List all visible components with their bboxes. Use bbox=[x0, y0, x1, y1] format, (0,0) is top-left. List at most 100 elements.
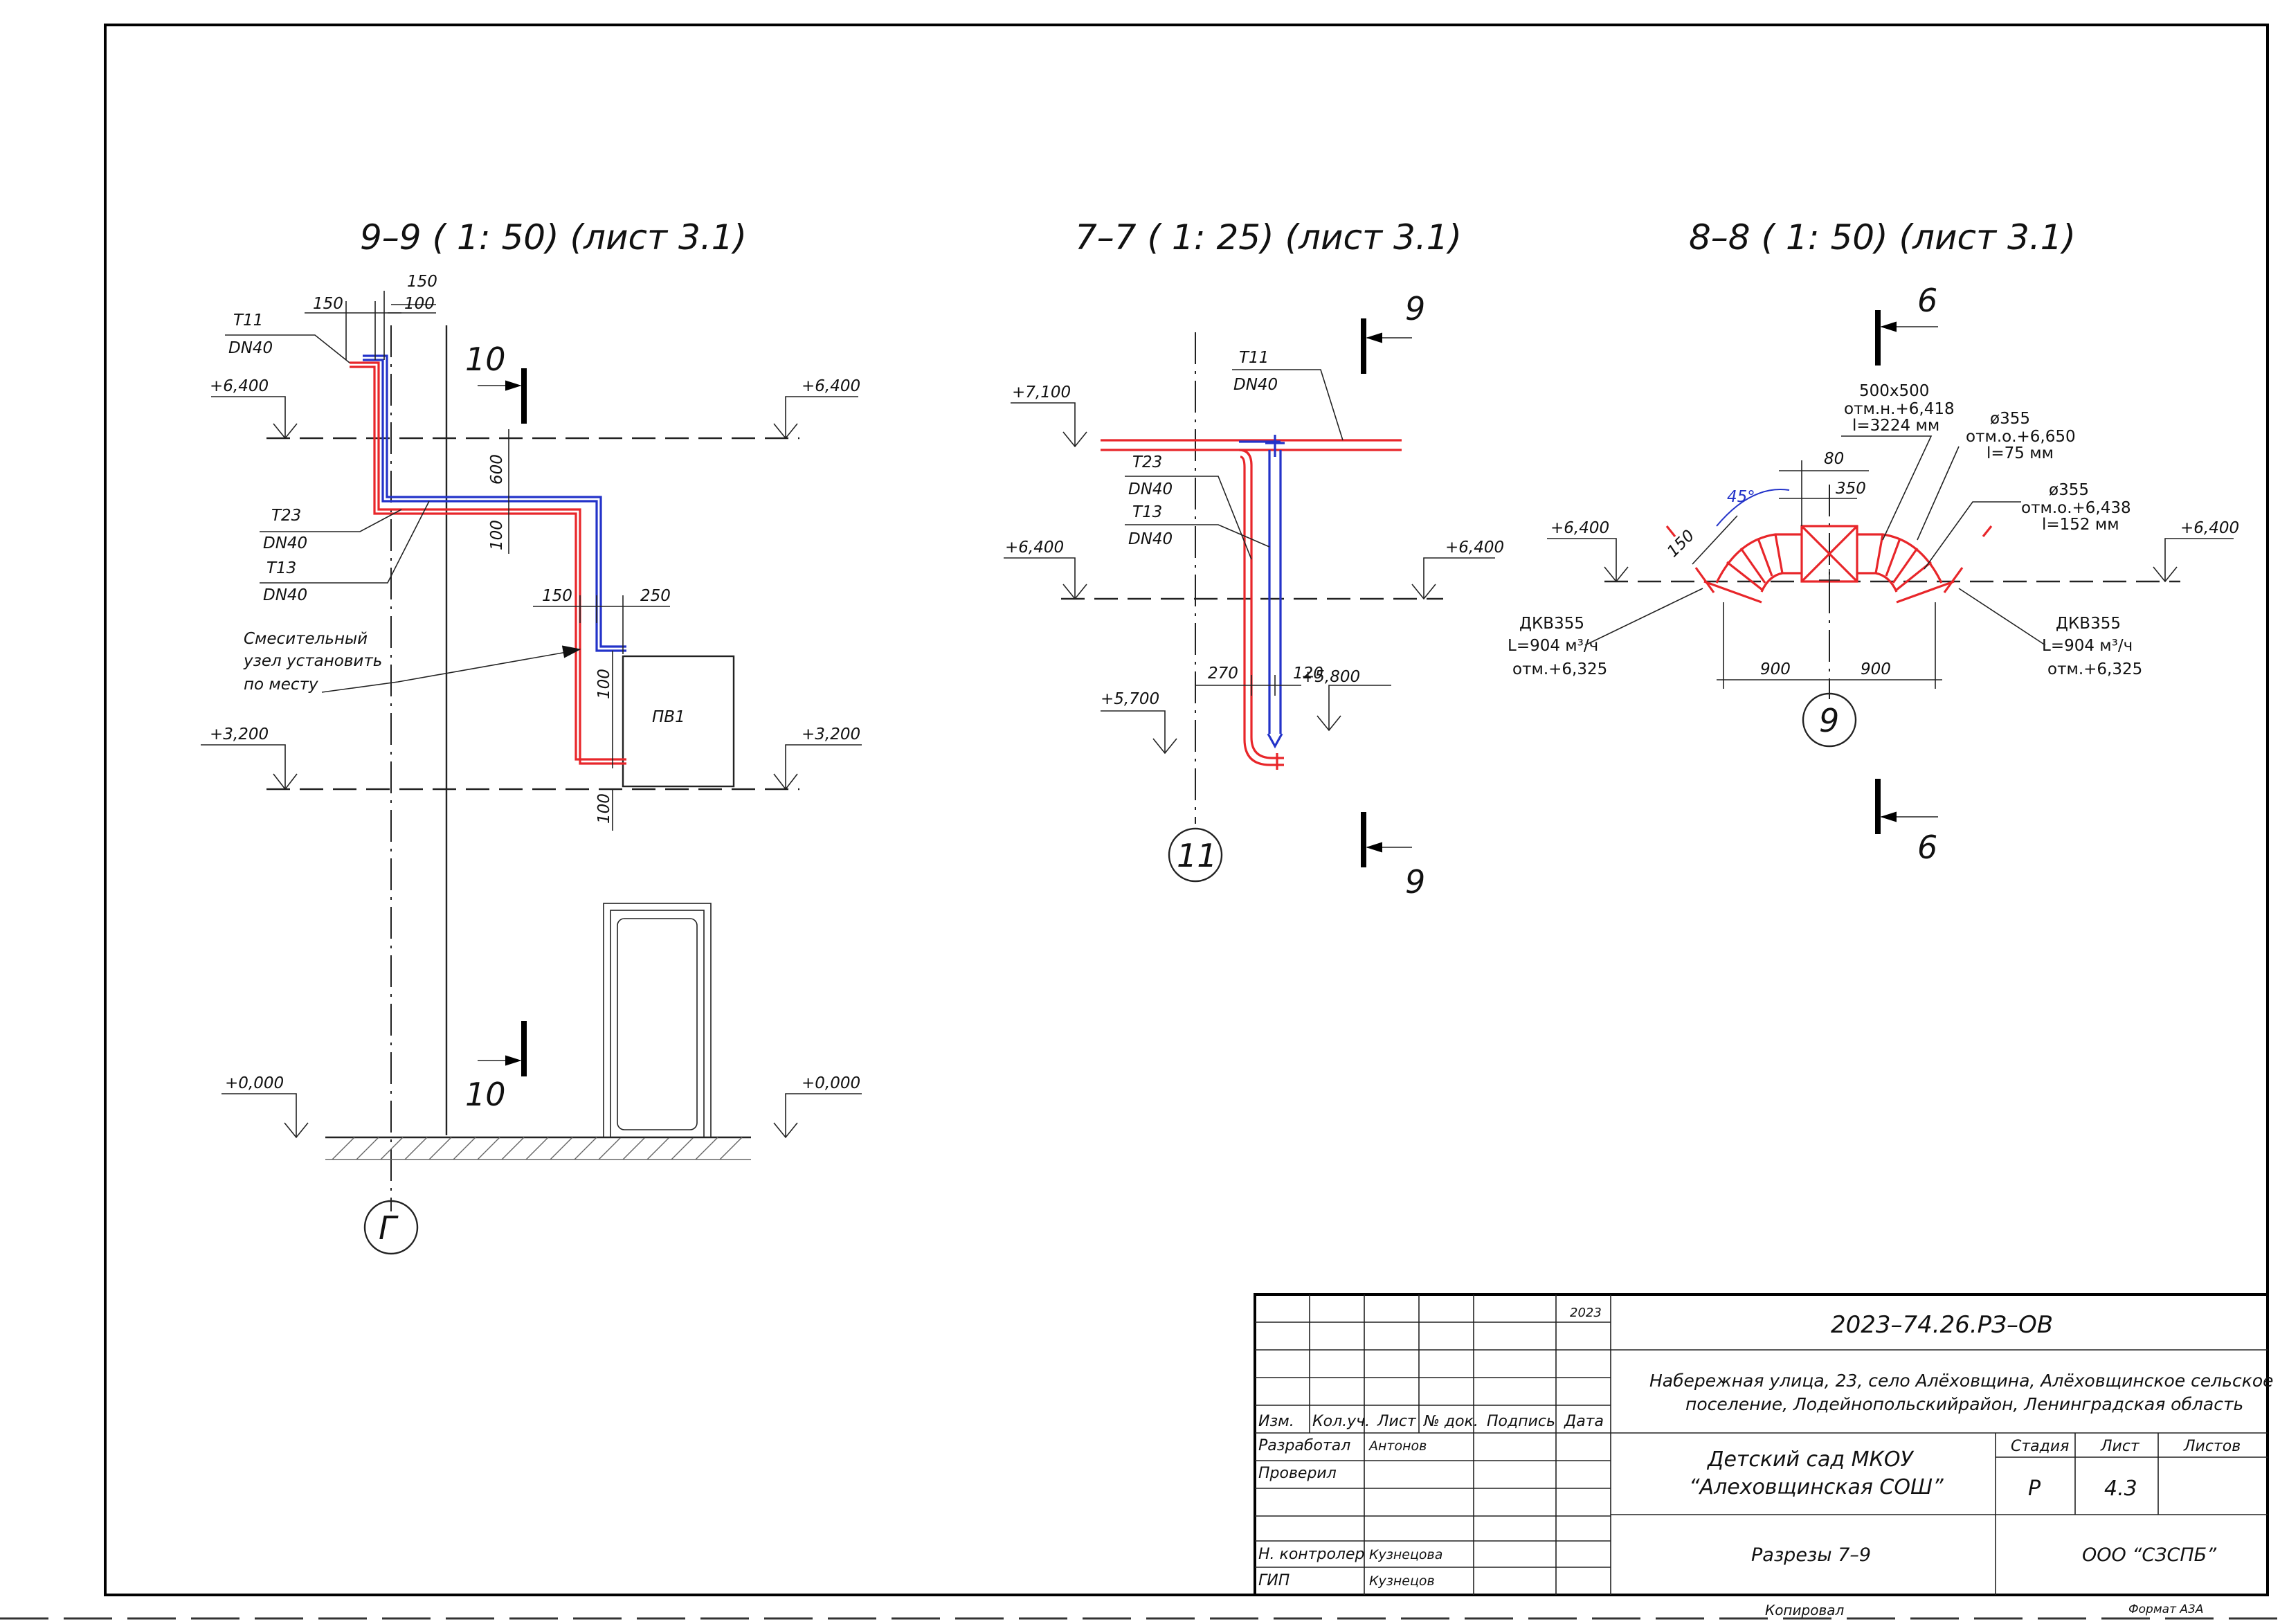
svg-text:+6,400: +6,400 bbox=[1550, 519, 1609, 537]
level-mark-5800: +5,800 bbox=[1301, 668, 1391, 732]
tb-nkontroler: Н. контролер bbox=[1258, 1546, 1364, 1563]
svg-text:+6,400: +6,400 bbox=[210, 377, 269, 395]
svg-text:10: 10 bbox=[465, 341, 506, 378]
dim-900: 900 900 bbox=[1717, 602, 1942, 689]
axis-label-11: 11 bbox=[1177, 837, 1218, 874]
duct-leader bbox=[1841, 435, 1933, 541]
svg-text:150: 150 bbox=[313, 295, 343, 313]
svg-text:270: 270 bbox=[1208, 665, 1238, 683]
pipe-t23-red bbox=[350, 361, 626, 765]
duct-size-label: 500x500 bbox=[1859, 382, 1929, 400]
svg-text:600: 600 bbox=[488, 454, 506, 485]
section-8-8: 8–8 ( 1: 50) (лист 3.1) 6 6 +6,400 +6,40… bbox=[1508, 217, 2239, 866]
tb-sheets-label: Листов bbox=[2183, 1438, 2241, 1455]
cut-mark-10-top: 10 bbox=[465, 341, 527, 424]
svg-text:100: 100 bbox=[595, 669, 613, 699]
svg-text:100: 100 bbox=[404, 295, 435, 313]
cut-mark-9-top: 9 bbox=[1361, 290, 1425, 374]
copied-label: Копировал bbox=[1765, 1602, 1844, 1618]
note-line3: по месту bbox=[244, 676, 318, 694]
svg-text:9: 9 bbox=[1405, 290, 1425, 327]
tb-code: 2023–74.26.РЗ–ОВ bbox=[1831, 1311, 2053, 1339]
t13-dn-label: DN40 bbox=[263, 586, 307, 604]
level-mark-6400-right: +6,400 bbox=[773, 377, 860, 440]
t13-leader-7 bbox=[1125, 524, 1270, 548]
section-9-9: 9–9 ( 1: 50) (лист 3.1) +6,400 +6,400 +3… bbox=[201, 217, 862, 1255]
t13-dn-label-7: DN40 bbox=[1128, 530, 1173, 548]
tb-col-ndok: № док. bbox=[1423, 1413, 1478, 1430]
t23-dn-label: DN40 bbox=[263, 534, 307, 552]
svg-text:+6,400: +6,400 bbox=[2180, 519, 2239, 537]
cut-mark-10-bottom: 10 bbox=[465, 1021, 527, 1113]
dim-unit-9: 150 250 100 100 bbox=[533, 587, 671, 831]
t23-label-7: T23 bbox=[1132, 453, 1162, 471]
dim-top-9: 150 150 100 bbox=[305, 273, 437, 360]
tb-sheet: 4.3 bbox=[2104, 1477, 2137, 1501]
t11-leader bbox=[225, 334, 350, 363]
tb-drawing-name: Разрезы 7–9 bbox=[1751, 1544, 1871, 1566]
bend-right bbox=[1857, 525, 1993, 604]
svg-text:+3,200: +3,200 bbox=[210, 725, 269, 743]
tb-razrabotal: Разработал bbox=[1258, 1437, 1350, 1454]
svg-text:45°: 45° bbox=[1727, 488, 1755, 506]
t23-label: T23 bbox=[271, 507, 301, 525]
tb-gip: ГИП bbox=[1258, 1572, 1290, 1589]
dkv-left-flow: L=904 м³/ч bbox=[1508, 637, 1598, 655]
note-line1: Смесительный bbox=[244, 630, 368, 648]
dim-top-8: 80 350 45° 150 bbox=[1664, 450, 1869, 565]
d355-a-elev: отм.о.+6,650 bbox=[1966, 428, 2076, 446]
d355-b-leader bbox=[1924, 501, 2021, 570]
level-mark-7100: +7,100 bbox=[1011, 384, 1087, 448]
cut-mark-6-bottom: 6 bbox=[1875, 779, 1938, 866]
level-mark-5700: +5,700 bbox=[1101, 690, 1177, 755]
t23-leader bbox=[260, 509, 402, 532]
section-7-7: 7–7 ( 1: 25) (лист 3.1) 9 9 +7,100 +6,40… bbox=[1004, 217, 1504, 901]
t13-label-7: T13 bbox=[1132, 503, 1162, 521]
d355-a-leader bbox=[1917, 446, 1960, 541]
cut-mark-6-top: 6 bbox=[1875, 282, 1938, 366]
tb-col-data: Дата bbox=[1564, 1413, 1604, 1430]
level-mark-6400-left: +6,400 bbox=[210, 377, 298, 440]
svg-text:+7,100: +7,100 bbox=[1012, 384, 1071, 402]
t23-leader-7 bbox=[1125, 476, 1252, 560]
tb-address-1: Набережная улица, 23, село Алёховщина, А… bbox=[1649, 1371, 2274, 1391]
axis-label-9: 9 bbox=[1819, 702, 1839, 739]
level-mark-6400-8-left: +6,400 bbox=[1547, 519, 1629, 583]
section-7-title: 7–7 ( 1: 25) (лист 3.1) bbox=[1075, 217, 1462, 258]
t11-dn-label: DN40 bbox=[228, 339, 273, 357]
dkv-right-flow: L=904 м³/ч bbox=[2042, 637, 2133, 655]
format-label: Формат А3А bbox=[2128, 1603, 2203, 1616]
t11-dn-label-7: DN40 bbox=[1233, 376, 1278, 394]
tb-org: ООО “СЗСПБ” bbox=[2082, 1544, 2217, 1566]
pipe-t23-red-riser-inner bbox=[1240, 455, 1284, 766]
pipe-t13-blue-inner bbox=[363, 354, 626, 648]
tb-year: 2023 bbox=[1570, 1306, 1602, 1320]
t23-dn-label-7: DN40 bbox=[1128, 480, 1173, 498]
level-mark-3200-right: +3,200 bbox=[773, 725, 862, 791]
sheet-frame bbox=[104, 24, 2269, 1596]
axis-bubble-g bbox=[363, 1200, 419, 1255]
svg-text:250: 250 bbox=[640, 587, 671, 605]
svg-text:+0,000: +0,000 bbox=[225, 1074, 284, 1092]
tb-nkontroler-name: Кузнецова bbox=[1369, 1547, 1442, 1562]
svg-text:9: 9 bbox=[1405, 863, 1425, 901]
svg-text:+3,200: +3,200 bbox=[802, 725, 860, 743]
axis-label-g: Г bbox=[379, 1209, 399, 1247]
svg-text:80: 80 bbox=[1824, 450, 1844, 468]
level-mark-0-left: +0,000 bbox=[221, 1074, 309, 1139]
pv1-unit bbox=[622, 655, 735, 788]
dkv-right-elev: отм.+6,325 bbox=[2047, 660, 2142, 678]
dim-270-120: 270 120 bbox=[1195, 665, 1323, 696]
title-block: 2023 2023–74.26.РЗ–ОВ Набережная улица, … bbox=[1254, 1293, 2274, 1596]
pv1-label: ПВ1 bbox=[652, 708, 685, 726]
blue-end bbox=[1267, 733, 1283, 749]
tb-gip-name: Кузнецов bbox=[1369, 1573, 1435, 1589]
svg-text:900: 900 bbox=[1760, 660, 1791, 678]
section-9-title: 9–9 ( 1: 50) (лист 3.1) bbox=[360, 217, 747, 258]
note-arrow bbox=[561, 645, 581, 658]
tb-col-podpis: Подпись bbox=[1487, 1413, 1555, 1430]
tb-sheet-label: Лист bbox=[2100, 1438, 2140, 1455]
svg-text:6: 6 bbox=[1917, 282, 1937, 319]
tb-stage-label: Стадия bbox=[2011, 1438, 2069, 1455]
